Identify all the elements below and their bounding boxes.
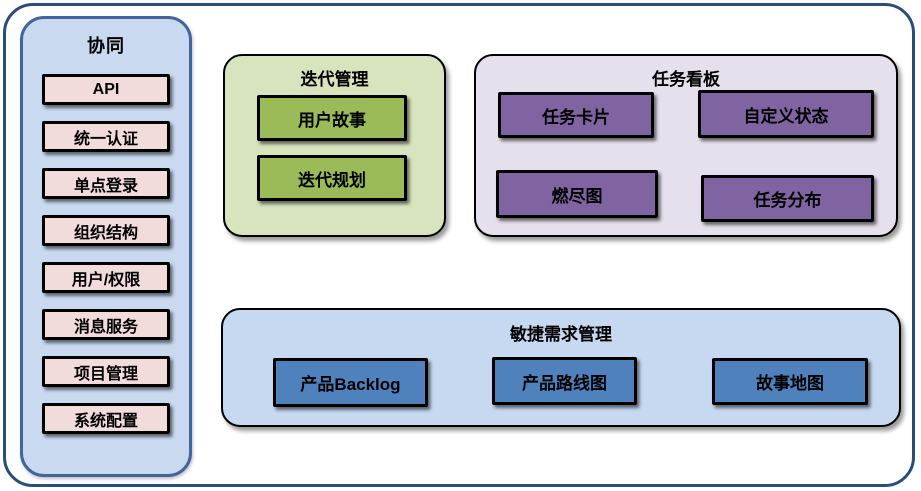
sidebar-item-message-service: 消息服务 <box>42 309 170 340</box>
block-task-card: 任务卡片 <box>498 92 654 138</box>
block-user-story: 用户故事 <box>257 95 407 141</box>
diagram-frame: 协同 API 统一认证 单点登录 组织结构 用户/权限 消息服务 项目管理 系统… <box>3 3 915 487</box>
sidebar-item-project-mgmt: 项目管理 <box>42 356 170 387</box>
sidebar-item-org-structure: 组织结构 <box>42 215 170 246</box>
sidebar-item-sso: 单点登录 <box>42 168 170 199</box>
block-product-backlog: 产品Backlog <box>273 358 428 407</box>
block-iteration-planning: 迭代规划 <box>257 155 407 201</box>
block-burndown-chart: 燃尽图 <box>496 170 658 218</box>
sidebar-title: 协同 <box>87 36 125 56</box>
block-task-distribution: 任务分布 <box>701 175 874 222</box>
sidebar-item-system-config: 系统配置 <box>42 403 170 434</box>
group-task-board-title: 任务看板 <box>652 70 720 89</box>
group-agile-title: 敏捷需求管理 <box>510 325 612 344</box>
group-task-board: 任务看板 任务卡片 自定义状态 燃尽图 任务分布 <box>474 54 898 237</box>
sidebar-collaboration: 协同 API 统一认证 单点登录 组织结构 用户/权限 消息服务 项目管理 系统… <box>20 16 192 477</box>
sidebar-items: API 统一认证 单点登录 组织结构 用户/权限 消息服务 项目管理 系统配置 <box>42 74 170 434</box>
group-iteration-title: 迭代管理 <box>300 70 369 89</box>
group-agile-requirements: 敏捷需求管理 产品Backlog 产品路线图 故事地图 <box>221 308 901 427</box>
block-custom-status: 自定义状态 <box>698 90 874 138</box>
block-story-map: 故事地图 <box>712 358 868 405</box>
group-iteration-management: 迭代管理 用户故事 迭代规划 <box>223 54 446 237</box>
sidebar-item-api: API <box>42 74 170 105</box>
block-product-roadmap: 产品路线图 <box>492 357 637 405</box>
sidebar-item-unified-auth: 统一认证 <box>42 121 170 152</box>
sidebar-item-user-permission: 用户/权限 <box>42 262 170 293</box>
